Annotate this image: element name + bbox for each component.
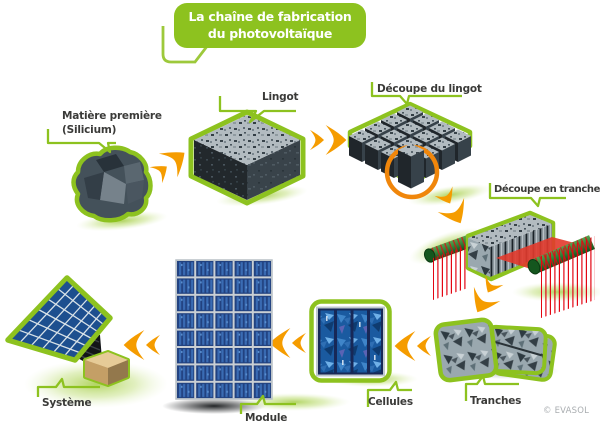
bracket-matiere-premiere [46,129,116,154]
diagram-title: La chaîne de fabrication du photovoltaïq… [188,8,352,41]
copyright-credit: © EVASOL [543,406,590,416]
label-module: Module [245,412,288,424]
solar-module-illustration [175,259,273,400]
bracket-systeme [36,377,100,397]
highlighted-column [398,143,424,189]
silicon-rock-illustration [71,145,153,223]
bracket-cellules [366,380,412,407]
flow-arrow-icon [123,330,161,360]
saw-wires-left [433,245,468,300]
bracket-module [239,394,296,414]
solar-cell-illustration [309,299,392,383]
label-cellules: Cellules [368,396,413,408]
flow-arrow-icon [269,328,307,358]
label-matiere-premiere: Matière première (Silicium) [62,110,162,136]
system-panel [5,275,113,363]
bracket-decoupe-lingot [370,82,462,106]
label-decoupe-tranche: Découpe en tranche [494,184,600,195]
ingot-illustration [188,109,306,206]
label-brackets [36,82,566,414]
wafers-illustration [433,317,557,383]
speech-bubble-tail [161,26,210,64]
label-lingot: Lingot [262,91,299,103]
flow-arrow-icon [464,273,508,320]
flow-arrow-icon [394,331,432,361]
flow-arrow-icon [146,140,194,187]
saw-wires-right [541,236,595,318]
label-tranches: Tranches [470,395,522,407]
bracket-decoupe-tranche [488,183,566,208]
title-speech-bubble: La chaîne de fabrication du photovoltaïq… [174,3,366,48]
flow-arrow-icon [309,125,347,155]
pv-system-illustration [5,275,130,387]
bracket-lingot [218,96,296,124]
system-inverter-box [83,350,130,387]
label-systeme: Système [42,397,92,409]
label-decoupe-lingot: Découpe du lingot [377,83,482,95]
saw-roller-left [423,235,471,263]
diced-ingot-illustration [347,101,473,200]
wire-saw-illustration [423,210,595,318]
bracket-tranches [464,374,519,401]
